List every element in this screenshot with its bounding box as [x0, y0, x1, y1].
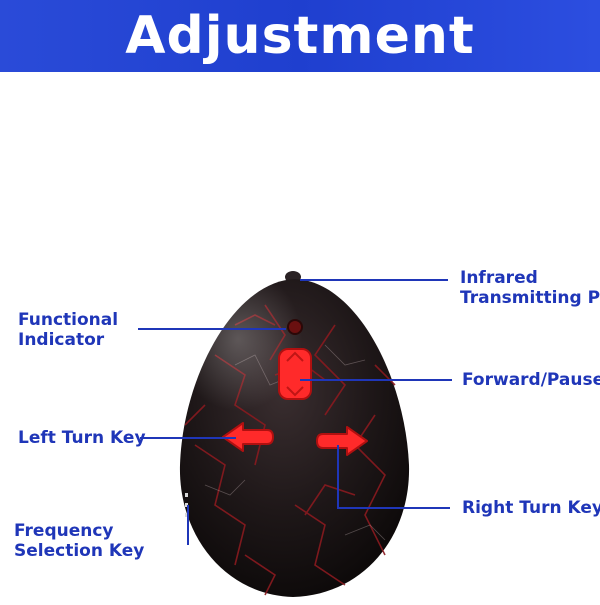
remote-control: [175, 265, 415, 605]
right-turn-leader-vertical: [337, 445, 339, 509]
frequency-selection-switch[interactable]: [185, 493, 188, 517]
forward-leader-line: [300, 379, 452, 381]
frequency-selection-label: Frequency Selection Key: [14, 521, 144, 561]
frequency-label-line2: Selection Key: [14, 541, 145, 561]
functional-label-line1: Functional: [18, 310, 119, 330]
functional-indicator-label: Functional Indicator: [18, 310, 118, 350]
infrared-label: Infrared Transmitting Po: [460, 268, 600, 308]
right-turn-leader-horizontal: [337, 507, 450, 509]
forward-pause-button[interactable]: [278, 348, 312, 400]
functional-leader-line: [138, 328, 286, 330]
functional-label-line2: Indicator: [18, 330, 105, 350]
infrared-leader-line: [300, 279, 448, 281]
frequency-leader-line: [187, 505, 189, 545]
remote-control-illustration: [179, 271, 410, 597]
title-banner: Adjustment: [0, 0, 600, 72]
forward-pause-label: Forward/Pause: [462, 370, 600, 390]
left-turn-leader-line: [140, 437, 236, 439]
functional-indicator-led: [287, 319, 303, 335]
page-title: Adjustment: [125, 6, 475, 66]
left-turn-label: Left Turn Key: [18, 428, 146, 448]
infrared-label-line2: Transmitting Po: [460, 288, 600, 308]
infrared-label-line1: Infrared: [460, 268, 538, 288]
right-turn-button[interactable]: [316, 426, 368, 456]
right-turn-label: Right Turn Key: [462, 498, 600, 518]
left-turn-button[interactable]: [222, 422, 274, 452]
frequency-label-line1: Frequency: [14, 521, 114, 541]
